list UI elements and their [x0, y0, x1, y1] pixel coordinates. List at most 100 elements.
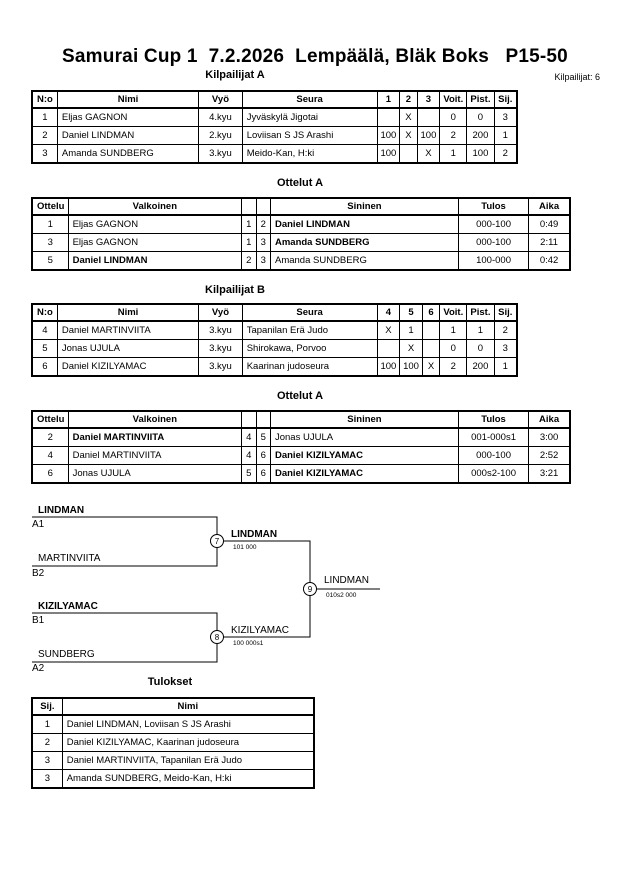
- match-number: 4: [31, 446, 69, 465]
- score-cell: 100: [376, 357, 401, 377]
- place-cell: 3: [493, 339, 518, 358]
- competitor-number: 5: [31, 339, 58, 358]
- white-competitor: Daniel LINDMAN: [67, 251, 243, 271]
- match-8-circle: [210, 630, 224, 644]
- col-header: Tulos: [457, 197, 530, 216]
- points-cell: 200: [466, 357, 495, 377]
- pool-a-table: N:o Nimi Vyö Seura 1 2 3 Voit. Pist. Sij…: [31, 90, 518, 164]
- col-header: Nimi: [56, 90, 200, 109]
- score-cell: X: [421, 357, 441, 377]
- col-header: Sij.: [493, 90, 518, 109]
- match-result: 000-100: [457, 233, 530, 252]
- competitor-belt: 3.kyu: [198, 339, 243, 358]
- competitor-name: Daniel LINDMAN: [56, 126, 200, 145]
- match-7-number: 7: [215, 537, 220, 546]
- col-header: 4: [376, 303, 401, 322]
- white-competitor: Daniel MARTINVIITA: [67, 446, 243, 465]
- col-header: 2: [399, 90, 418, 109]
- competitor-number: 3: [31, 144, 58, 164]
- result-name: Daniel MARTINVIITA, Tapanilan Erä Judo: [61, 751, 315, 770]
- sf1-top-name: LINDMAN: [38, 505, 84, 516]
- sf1-score: 101 000: [233, 544, 257, 551]
- col-header: Seura: [241, 90, 378, 109]
- col-header: Sininen: [269, 197, 459, 216]
- result-place: 3: [31, 769, 63, 789]
- final-winner: LINDMAN: [324, 575, 369, 586]
- match-7-circle: [210, 534, 224, 548]
- score-cell: X: [399, 107, 418, 127]
- col-header: Nimi: [61, 697, 315, 716]
- match-time: 2:52: [528, 446, 571, 465]
- result-place: 1: [31, 714, 63, 734]
- col-header: 3: [416, 90, 441, 109]
- score-cell: X: [399, 126, 418, 145]
- blue-number: 6: [255, 446, 272, 465]
- score-cell: 100: [416, 126, 441, 145]
- competitor-club: Meido-Kan, H:ki: [241, 144, 378, 164]
- match-time: 2:11: [528, 233, 571, 252]
- col-header: Vyö: [198, 303, 243, 322]
- result-name: Daniel KIZILYAMAC, Kaarinan judoseura: [61, 733, 315, 752]
- col-header: N:o: [31, 90, 58, 109]
- match-time: 0:42: [528, 251, 571, 271]
- match-9-circle: [303, 582, 317, 596]
- col-header: Tulos: [457, 410, 530, 429]
- results-title: Tulokset: [147, 676, 193, 688]
- sf1-winner: LINDMAN: [231, 529, 277, 540]
- white-number: 5: [241, 464, 257, 484]
- competitor-number: 6: [31, 357, 58, 377]
- result-name: Daniel LINDMAN, Loviisan S JS Arashi: [61, 714, 315, 734]
- points-cell: 200: [466, 126, 495, 145]
- sf2-winner: KIZILYAMAC: [231, 625, 289, 636]
- white-number: 1: [241, 233, 257, 252]
- points-cell: 100: [466, 144, 495, 164]
- competitor-belt: 3.kyu: [198, 357, 243, 377]
- score-cell: [376, 339, 401, 358]
- sf1-bottom-name: MARTINVIITA: [38, 553, 101, 564]
- blue-competitor: Amanda SUNDBERG: [269, 233, 459, 252]
- place-cell: 1: [493, 357, 518, 377]
- sf1-bottom-seed: B2: [32, 568, 45, 579]
- sf2-top-seed: B1: [32, 615, 45, 626]
- sf2-score: 100 000s1: [233, 640, 264, 647]
- result-place: 3: [31, 751, 63, 770]
- blue-competitor: Daniel KIZILYAMAC: [269, 446, 459, 465]
- result-place: 2: [31, 733, 63, 752]
- score-cell: [421, 339, 441, 358]
- col-header: Nimi: [56, 303, 200, 322]
- competitor-name: Jonas UJULA: [56, 339, 200, 358]
- col-header: Vyö: [198, 90, 243, 109]
- sf2-bottom-seed: A2: [32, 663, 45, 674]
- blue-number: 6: [255, 464, 272, 484]
- sf1-top-seed: A1: [32, 519, 45, 530]
- match-result: 100-000: [457, 251, 530, 271]
- col-header: N:o: [31, 303, 58, 322]
- col-header: 6: [421, 303, 441, 322]
- pool-b-title: Kilpailijat B: [205, 284, 265, 296]
- final-score: 010s2 000: [326, 592, 357, 599]
- col-header: Seura: [241, 303, 378, 322]
- col-header: Aika: [528, 197, 571, 216]
- competitor-belt: 3.kyu: [198, 144, 243, 164]
- page-title: Samurai Cup 1 7.2.2026 Lempäälä, Bläk Bo…: [62, 46, 568, 67]
- competitor-club: Kaarinan judoseura: [241, 357, 378, 377]
- competitor-belt: 2.kyu: [198, 126, 243, 145]
- competitor-name: Amanda SUNDBERG: [56, 144, 200, 164]
- match-time: 3:21: [528, 464, 571, 484]
- place-cell: 3: [493, 107, 518, 127]
